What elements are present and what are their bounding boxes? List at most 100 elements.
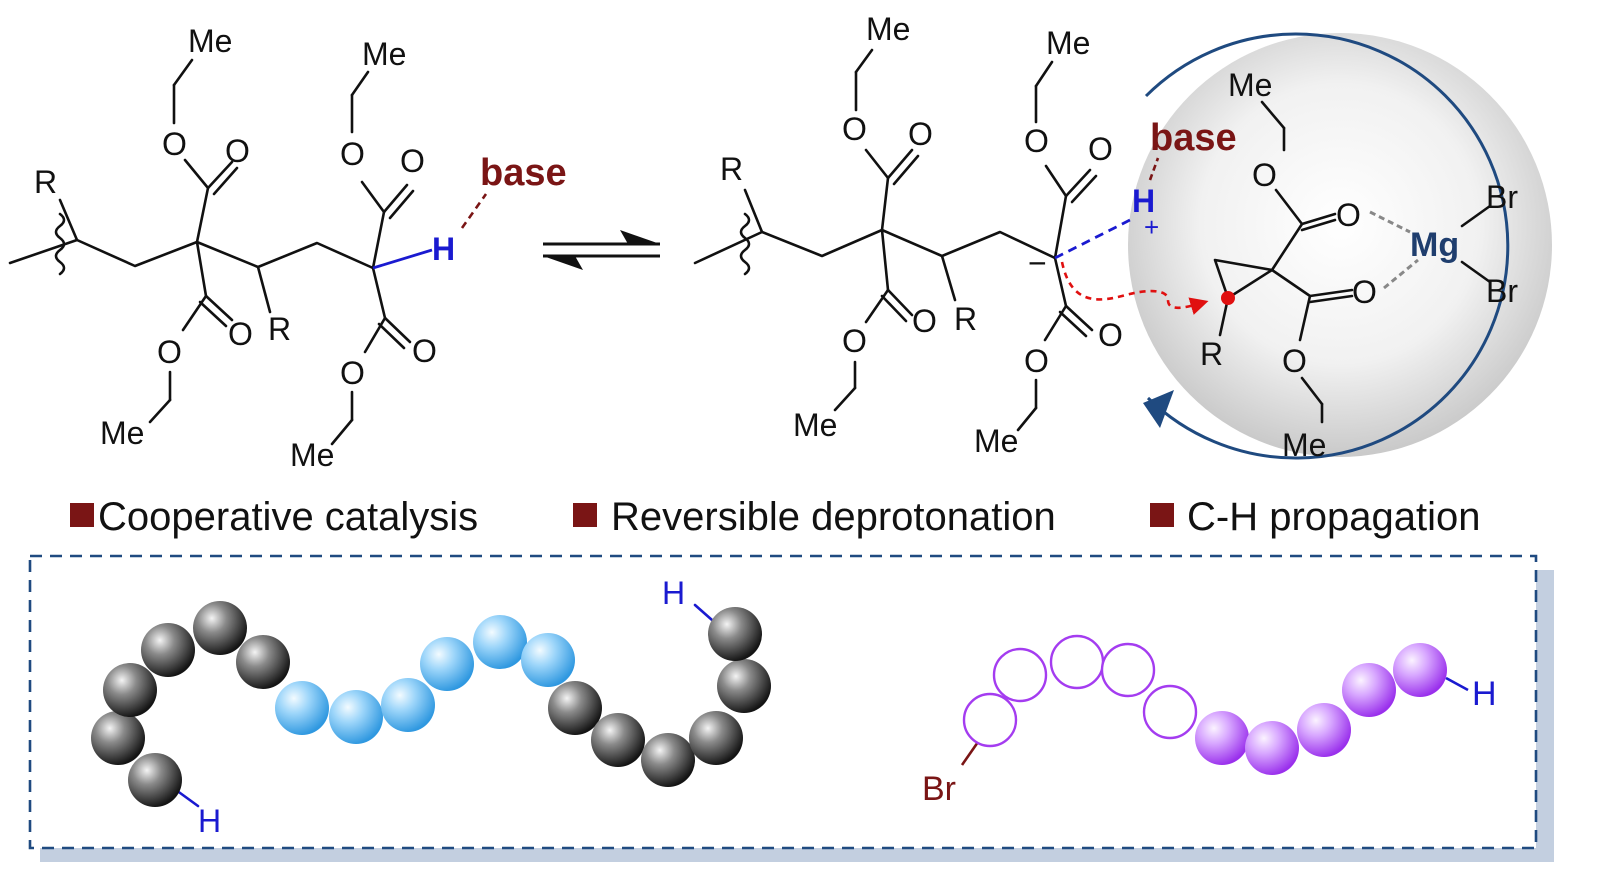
feature-label-3: C-H propagation [1187,495,1481,539]
black-bead [717,659,771,713]
filled-purple-bead [1342,663,1396,717]
right-o-7: O [1098,317,1123,353]
left-polymer-structure: R O O Me O O Me R O O Me [8,23,567,473]
left-o-6: O [340,136,365,172]
left-o-7: O [412,333,437,369]
purple-chain-br: Br [922,770,956,808]
purple-polymer-chain: Br H [922,634,1497,808]
right-me-3: Me [1046,25,1090,61]
right-cation-charge: + [1144,212,1159,242]
filled-purple-bead [1297,703,1351,757]
right-o-3: O [912,303,937,339]
feature-bullet-2 [573,503,597,527]
right-o-4: O [842,323,867,359]
left-ch-bond [372,248,433,270]
left-h: H [432,231,455,267]
open-purple-bead [1049,634,1105,690]
open-purple-bead [992,647,1048,703]
right-o-8: O [1024,343,1049,379]
black-bead [548,681,602,735]
chain-end-bond-right [693,603,714,622]
chain-end-bond-left [174,788,200,808]
right-o-6: O [1024,123,1049,159]
right-base-dashed-bond [1148,157,1160,181]
left-me-2: Me [100,415,144,451]
right-ch-dashed-bond [1054,216,1135,260]
left-r-bottom: R [268,311,291,347]
left-me-3: Me [362,36,406,72]
filled-purple-bead [1393,643,1447,697]
black-bead [236,635,290,689]
cyclopropane-reactive-carbon [1221,291,1235,305]
copolymer-h-bottom: H [198,803,221,839]
blue-bead [521,633,575,687]
black-bead [641,733,695,787]
left-o-2: O [162,126,187,162]
right-me-2: Me [793,407,837,443]
blue-bead [329,690,383,744]
left-r-top: R [34,164,57,200]
open-purple-bead [1142,684,1198,740]
blue-bead [381,678,435,732]
black-bead [103,663,157,717]
filled-purple-bead [1245,721,1299,775]
right-anion-charge: − [1028,245,1047,281]
open-purple-bead [962,692,1018,748]
sphere-br-2: Br [1486,273,1518,309]
right-proton-transfer: H + base [1054,117,1237,315]
right-me-4: Me [974,423,1018,459]
left-o-5: O [400,143,425,179]
black-bead [128,753,182,807]
left-o-1: O [225,133,250,169]
black-bead [591,713,645,767]
sphere-o-1: O [1252,157,1277,193]
right-o-5: O [1088,131,1113,167]
left-me-1: Me [188,23,232,59]
copolymer-h-top: H [662,575,685,611]
sphere-me-bottom: Me [1282,427,1326,463]
block-copolymer-chain: H H [91,575,771,839]
sphere-arc-arrow [1144,32,1510,460]
right-wavy-chain-end [739,212,751,276]
blue-bead [473,615,527,669]
left-o-8: O [340,355,365,391]
sphere-r: R [1200,336,1223,372]
mg-coordination-dash-2 [1383,258,1419,290]
sphere-background [1128,33,1552,457]
nucleophilic-attack-arrow [1060,261,1209,315]
right-me-1: Me [866,11,910,47]
feature-bullet-3 [1150,503,1174,527]
sphere-o-4: O [1282,343,1307,379]
left-base-dashed-bond [460,193,488,229]
sphere-o-2: O [1336,197,1361,233]
black-bead [193,601,247,655]
h-end-bond [1445,676,1469,692]
feature-legend: Cooperative catalysis Reversible deproto… [70,495,1481,539]
feature-bullet-1 [70,503,94,527]
right-r-top: R [720,151,743,187]
right-r-bottom: R [954,301,977,337]
right-polymer-structure: R O O Me O O Me R O O Me [693,11,1123,459]
catalyst-sphere: Me O O R O O Me Mg Br Br [1128,32,1552,463]
equilibrium-arrows-icon [543,230,660,270]
sphere-mg: Mg [1410,226,1459,264]
filled-purple-bead [1195,711,1249,765]
feature-label-2: Reversible deprotonation [611,495,1056,539]
polymer-panel: H H Br [28,554,1554,862]
sphere-br-1: Br [1486,179,1518,215]
sphere-o-3: O [1352,274,1377,310]
black-bead [141,623,195,677]
mg-coordination-dash-1 [1369,210,1411,234]
right-h: H [1132,183,1155,219]
right-o-2: O [842,111,867,147]
open-purple-bead [1100,642,1156,698]
left-o-4: O [157,334,182,370]
left-me-4: Me [290,437,334,473]
black-bead [689,711,743,765]
panel-frame [28,554,1538,850]
br-end-bond [960,741,980,766]
left-o-3: O [228,316,253,352]
sphere-arrowhead-icon [1143,390,1174,428]
purple-chain-h: H [1472,675,1497,713]
